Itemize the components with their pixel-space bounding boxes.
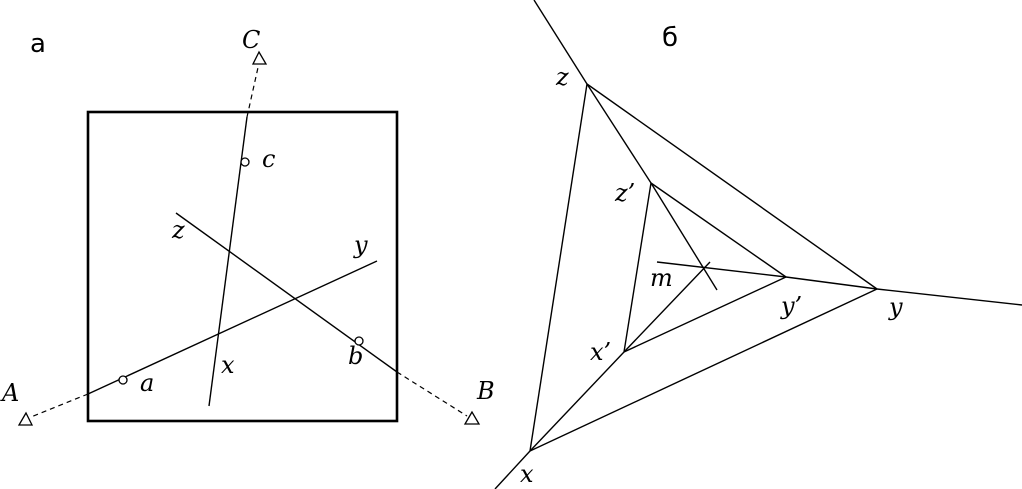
label-outer-z: z — [555, 63, 569, 91]
panel-b: б z y x z’ y’ x’ m — [494, 0, 1022, 489]
point-marker-a — [118, 375, 128, 385]
connector-x — [529, 351, 625, 452]
inner-edge-zy — [650, 182, 787, 278]
outer-ray-x — [494, 450, 531, 489]
inner-line-z-m — [650, 182, 718, 291]
label-inner-x: x’ — [590, 338, 611, 366]
label-m: m — [650, 264, 673, 292]
square-frame — [86, 110, 399, 423]
label-z: z — [171, 216, 185, 244]
outer-edge-zy — [586, 83, 878, 290]
triangle-marker-B — [463, 410, 481, 425]
point-marker-c — [240, 157, 250, 167]
connector-z — [586, 83, 652, 184]
label-outer-y: y — [888, 293, 903, 321]
label-outer-x: x — [520, 460, 534, 488]
triangle-marker-A — [17, 411, 34, 426]
inner-line-x-m — [623, 261, 711, 353]
label-a: a — [140, 369, 154, 397]
label-b: b — [348, 342, 363, 370]
label-x: x — [221, 351, 235, 379]
dashed-line-to-A — [30, 393, 89, 418]
label-y: y — [353, 231, 368, 259]
point-marker-b — [354, 336, 364, 346]
connector-y — [785, 276, 878, 290]
panel-a-title: а — [30, 29, 46, 59]
axis-line-x — [208, 116, 248, 407]
inner-edge-zx — [623, 182, 652, 353]
label-inner-y: y’ — [780, 292, 802, 320]
dashed-line-to-C — [246, 62, 260, 118]
outer-edge-zx — [529, 83, 588, 452]
axis-line-y — [87, 260, 378, 395]
label-C: C — [242, 26, 260, 54]
triangle-marker-C — [251, 50, 268, 65]
panel-a: а C A B c a b z y x — [0, 26, 495, 426]
panel-b-title: б — [662, 23, 678, 53]
outer-edge-xy — [529, 288, 878, 452]
outer-ray-y — [876, 288, 1022, 306]
inner-edge-xy — [623, 276, 787, 353]
label-c: c — [262, 145, 275, 173]
label-A: A — [0, 379, 19, 407]
outer-ray-z — [533, 0, 588, 85]
inner-line-m-y — [656, 261, 787, 278]
label-inner-z: z’ — [614, 179, 635, 207]
label-B: B — [476, 377, 495, 405]
dashed-line-to-B — [396, 371, 468, 417]
